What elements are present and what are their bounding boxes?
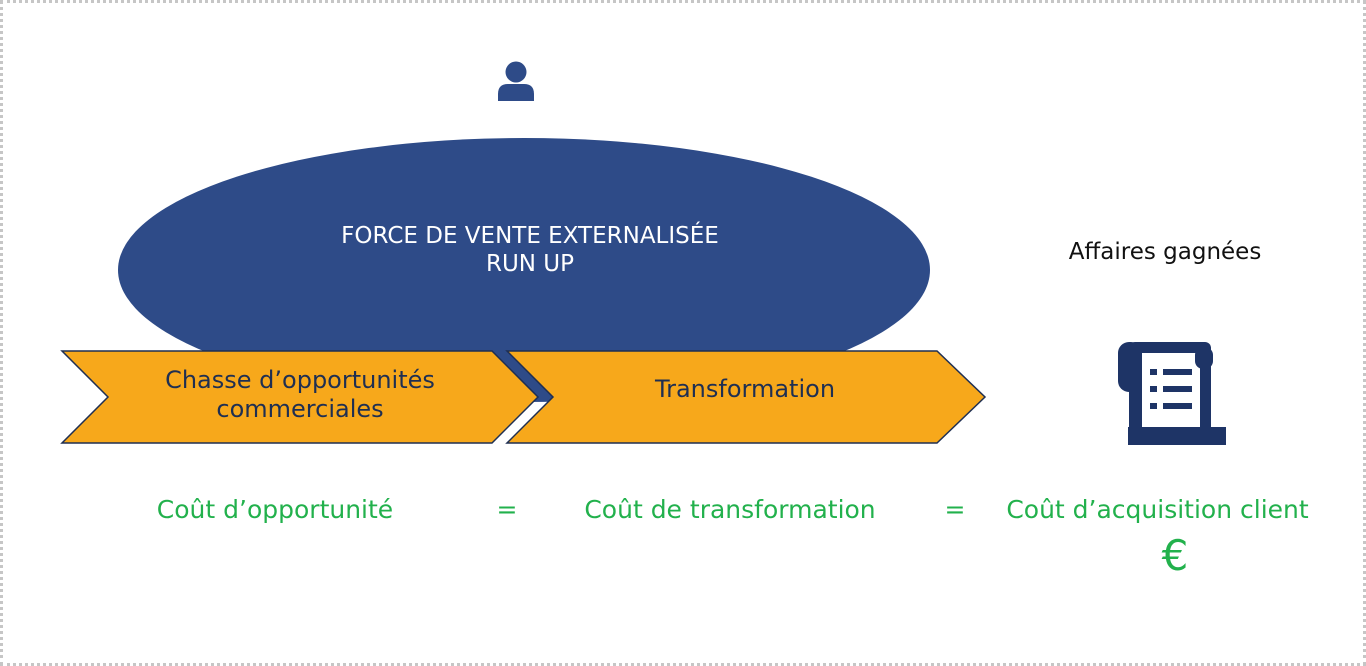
step-label-transformation: Transformation bbox=[654, 375, 836, 403]
cost-acquisition: Coût d’acquisition client bbox=[1006, 495, 1309, 524]
euro-symbol: € bbox=[1161, 531, 1189, 580]
step-label-prospecting: Chasse d’opportunités commerciales bbox=[100, 366, 500, 425]
equals-sign: = bbox=[496, 495, 518, 524]
equals-sign: = bbox=[944, 495, 966, 524]
ellipse-label: FORCE DE VENTE EXTERNALISÉE RUN UP bbox=[180, 222, 880, 278]
ellipse-label-line1: FORCE DE VENTE EXTERNALISÉE bbox=[341, 223, 719, 249]
cost-opportunity: Coût d’opportunité bbox=[156, 495, 394, 524]
cost-transformation: Coût de transformation bbox=[584, 495, 876, 524]
step-arrow-transformation bbox=[505, 350, 987, 444]
sales-force-ellipse bbox=[118, 138, 930, 402]
outcome-label: Affaires gagnées bbox=[1068, 239, 1262, 265]
invoice-scroll-icon bbox=[1118, 342, 1226, 445]
ellipse-label-line2: RUN UP bbox=[485, 251, 575, 278]
person-icon bbox=[498, 61, 534, 101]
step-arrow-prospecting bbox=[60, 350, 540, 444]
step-label-prospecting-line2: commerciales bbox=[216, 395, 384, 424]
step-label-prospecting-line1: Chasse d’opportunités bbox=[165, 366, 435, 394]
